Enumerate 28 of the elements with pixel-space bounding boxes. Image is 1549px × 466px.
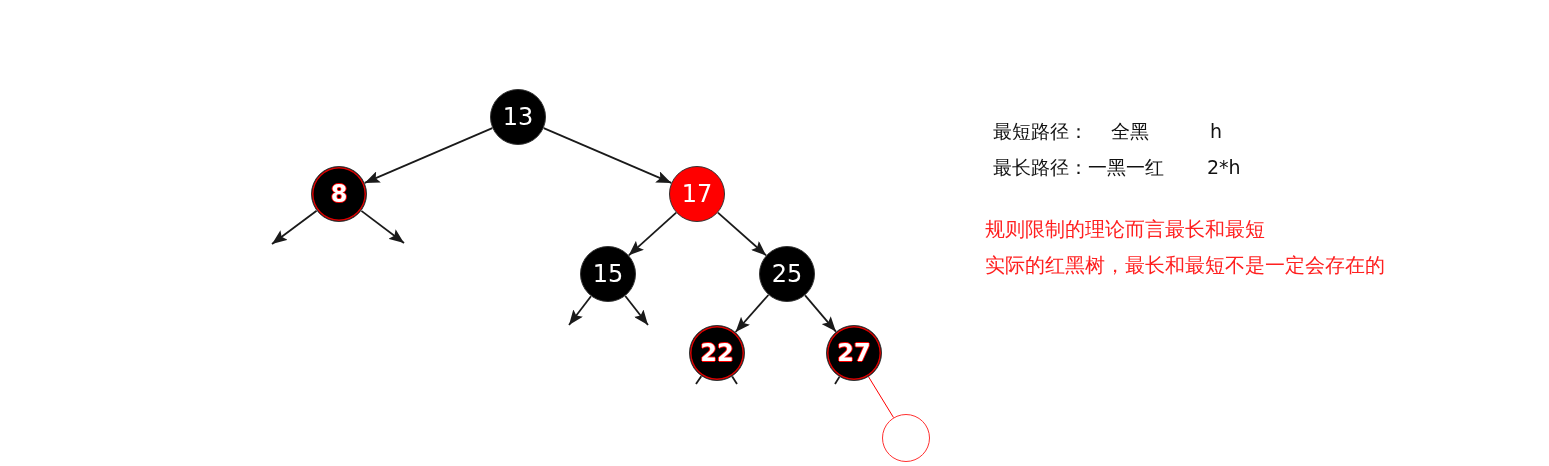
connector-line [731, 375, 738, 385]
arrow [271, 209, 318, 245]
arrow [624, 295, 649, 326]
connector-line [695, 375, 703, 385]
note-text: 最短路径： [993, 120, 1088, 143]
arrow [363, 127, 494, 184]
connector-line [834, 376, 841, 385]
note-text: 实际的红黑树，最长和最短不是一定会存在的 [985, 253, 1385, 277]
tree-node: 13 [490, 89, 546, 145]
tree-node: 15 [580, 246, 636, 302]
arrow [734, 294, 770, 333]
tree-node: 27 [826, 325, 882, 381]
note-text: 全黑 [1111, 120, 1149, 143]
arrow [804, 294, 837, 333]
arrow [627, 211, 678, 257]
note-text: 规则限制的理论而言最长和最短 [985, 217, 1265, 241]
arrow [717, 211, 767, 257]
note-text: h [1210, 120, 1223, 143]
arrow [568, 295, 592, 326]
connector-line [868, 376, 894, 418]
tree-node: 22 [689, 325, 745, 381]
arrow [360, 210, 405, 244]
tree-node: 8 [311, 166, 367, 222]
note-text: 最长路径：一黑一红 [993, 156, 1164, 179]
tree-node: 25 [759, 246, 815, 302]
arrow [542, 127, 673, 184]
tree-node: 17 [669, 166, 725, 222]
note-text: 2*h [1207, 156, 1241, 179]
